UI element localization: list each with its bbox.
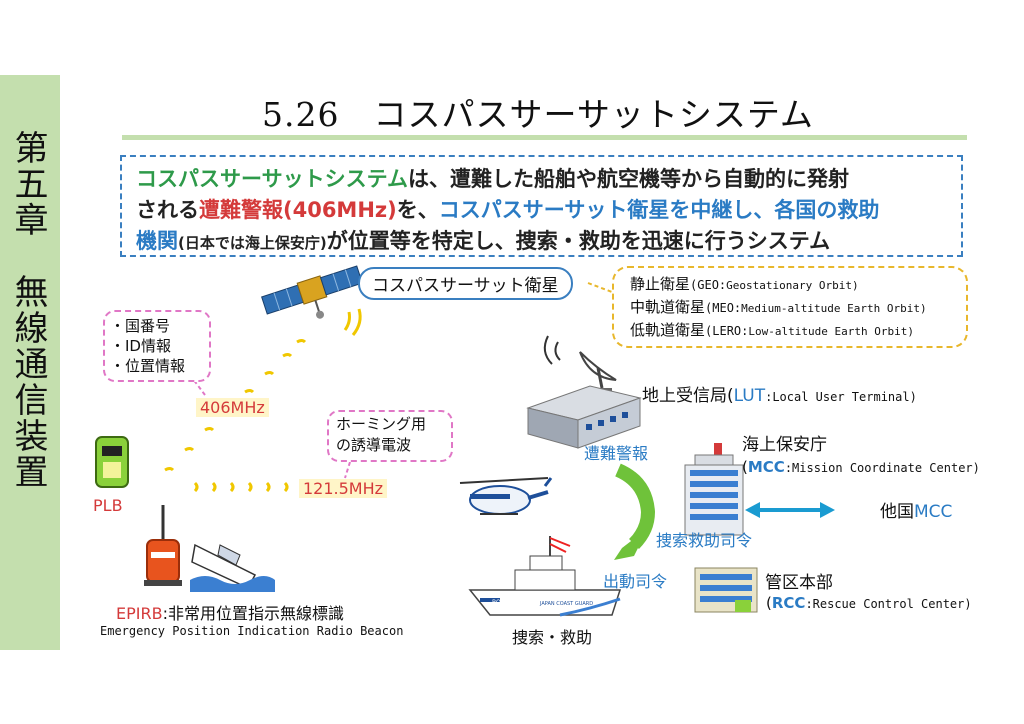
homing-waves [193, 481, 289, 493]
satellite-icon [261, 265, 363, 336]
orbit-geo-abbr: (GEO: [690, 278, 727, 292]
info-item-position: ・位置情報 [110, 357, 186, 375]
rcc-paren: ( [766, 594, 772, 612]
ship-hull-number: BO124 [492, 599, 512, 606]
summary-line-3: 機関(日本では海上保安庁)が位置等を特定し、捜索・救助を迅速に行うシステム [136, 225, 830, 255]
patrol-ship-icon: BO124 JAPAN COAST GUARD [468, 536, 622, 617]
orbit-lero-abbr: (LERO: [705, 324, 749, 338]
info-item-id: ・ID情報 [110, 337, 171, 355]
homing-callout-text: ホーミング用 の誘導電波 [336, 414, 426, 456]
summary-text-1b: は、遭難した船舶や航空機等から自動的に発射 [407, 167, 849, 191]
orbit-meo-name: 中軌道衛星 [630, 298, 706, 316]
epirb-device-icon [144, 505, 182, 586]
orbit-geo-name: 静止衛星 [630, 275, 691, 293]
freq-406-label: 406MHz [196, 398, 269, 417]
orbit-geo: 静止衛星(GEO:Geostationary Orbit) [630, 273, 859, 294]
summary-text-2a: される [136, 198, 199, 222]
rcc-building-icon [694, 567, 758, 613]
plb-label: PLB [93, 496, 123, 515]
search-rescue-label: 捜索・救助 [512, 628, 593, 647]
lut-name: 地上受信局( [642, 386, 734, 406]
sar-order-label: 捜索救助司令 [656, 531, 753, 550]
summary-line-2: される遭難警報(406MHz)を、コスパスサーサット衛星を中継し、各国の救助 [136, 194, 879, 224]
orbit-lero-full: Low-altitude Earth Orbit) [748, 325, 914, 338]
sinking-ship-icon [190, 543, 275, 592]
curved-arrow-icon [614, 463, 656, 560]
summary-text-2c: を、 [396, 198, 439, 222]
beacon-info-list-rendered: ・国番号 ・ID情報 ・位置情報 [110, 316, 186, 376]
helicopter-icon [459, 477, 553, 515]
info-item-country: ・国番号 [110, 317, 171, 335]
orbit-types-box [612, 266, 968, 348]
summary-box [120, 155, 963, 257]
rcc-name: 管区本部 [765, 573, 833, 593]
epirb-abbr: EPIRB [116, 604, 163, 623]
summary-line-1: コスパスサーサットシステムは、遭難した船舶や航空機等から自動的に発射 [136, 163, 849, 193]
epirb-jp: :非常用位置指示無線標識 [162, 604, 344, 623]
other-mcc-abbr: MCC [914, 502, 953, 522]
lut-abbr: LUT [733, 386, 766, 406]
summary-distress-alert: 遭難警報(406MHz) [199, 198, 397, 222]
rcc-full: :Rescue Control Center) [805, 597, 972, 611]
chapter-sidebar [0, 75, 60, 650]
double-arrow-icon [745, 502, 835, 518]
chapter-label: 第五章 無線通信装置 [8, 130, 48, 490]
lut-full: :Local User Terminal) [765, 390, 917, 404]
mcc-paren: ( [742, 458, 748, 476]
freq-121-label: 121.5MHz [299, 479, 388, 498]
summary-agency: 機関 [136, 229, 178, 253]
orbit-meo: 中軌道衛星(MEO:Medium-altitude Earth Orbit) [630, 296, 927, 317]
summary-agency-note: (日本では海上保安庁) [178, 234, 327, 252]
other-mcc-label: 他国MCC [880, 497, 952, 522]
lut-building-icon [526, 385, 642, 449]
orbit-lero: 低軌道衛星(LERO:Low-altitude Earth Orbit) [630, 319, 914, 340]
distress-alert-label: 遭難警報 [584, 444, 649, 463]
orbit-meo-full: Medium-altitude Earth Orbit) [741, 302, 927, 315]
mcc-name: 海上保安庁 [742, 435, 827, 455]
homing-line-1: ホーミング用 [336, 415, 427, 433]
summary-relay-text: コスパスサーサット衛星を中継し、各国の救助 [438, 198, 880, 222]
orbit-lero-name: 低軌道衛星 [630, 321, 706, 339]
page-title: 5.26 コスパスサーサットシステム [262, 95, 814, 134]
other-mcc-prefix: 他国 [880, 502, 914, 522]
summary-text-3c: が位置等を特定し、捜索・救助を迅速に行うシステム [326, 229, 831, 253]
homing-line-2: の誘導電波 [336, 436, 412, 454]
orbit-meo-abbr: (MEO: [705, 301, 742, 315]
lut-label: 地上受信局(LUT:Local User Terminal) [642, 381, 917, 406]
orbit-geo-full: Geostationary Orbit) [726, 279, 859, 292]
homing-callout-box [327, 410, 453, 462]
mcc-abbr: MCC [747, 458, 785, 476]
epirb-full-name: Emergency Position Indication Radio Beac… [100, 624, 404, 638]
mcc-full: :Mission Coordinate Center) [784, 461, 980, 475]
plb-device-icon [95, 436, 129, 488]
satellite-dish-icon [543, 335, 617, 394]
mcc-detail: (MCC:Mission Coordinate Center) [742, 458, 980, 476]
ship-side-text: JAPAN COAST GUARD [539, 601, 593, 607]
summary-system-name: コスパスサーサットシステム [136, 167, 408, 191]
dispatch-order-label: 出動司令 [603, 572, 668, 591]
rcc-detail: (RCC:Rescue Control Center) [766, 594, 972, 612]
satellite-label: コスパスサーサット衛星 [358, 267, 573, 300]
title-underline [122, 135, 967, 140]
rcc-abbr: RCC [771, 594, 806, 612]
mcc-building-icon [684, 443, 744, 536]
epirb-label: EPIRB:非常用位置指示無線標識 [116, 600, 344, 624]
